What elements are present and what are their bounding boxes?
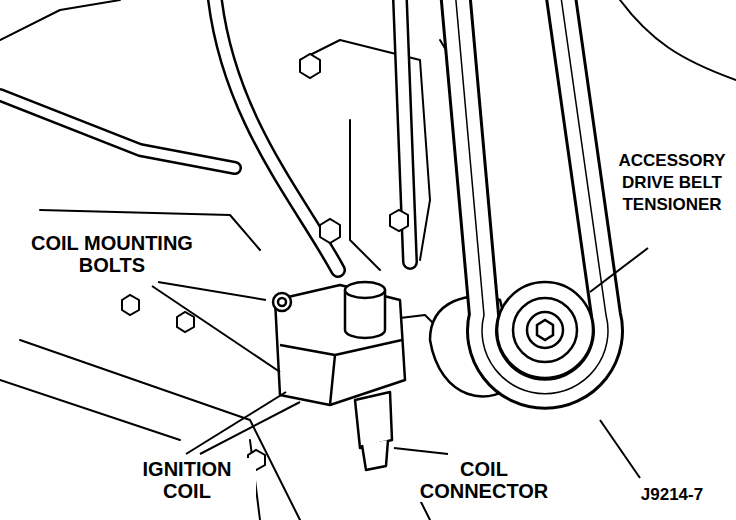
bolt-head [122,295,139,315]
belt-fill [455,0,608,394]
leader-line [600,420,640,478]
ignition-coil [273,282,440,470]
coil-connector-housing [355,392,392,448]
belt-rib [455,0,608,394]
engine-edge [20,340,300,520]
pulley-edge [620,0,736,80]
leader-line [158,282,266,300]
coil-mount-bolt [273,293,291,311]
bolt-head [177,312,194,332]
leader-line [200,402,300,454]
bolt-head [300,54,320,78]
part-label: IGNITION COIL [118,458,256,502]
coil-body-edge [330,355,335,405]
leader-line [186,392,286,454]
coil-body [275,285,405,405]
leader-line [394,448,448,454]
accessory-belt [455,0,608,394]
part-label: ACCESSORY DRIVE BELT TENSIONER [610,150,734,216]
engine-edge [0,380,180,440]
figure-code: J9214-7 [610,484,734,506]
pulley-rim [497,282,593,378]
bracket-edge [350,120,380,270]
pulley-hub [527,312,563,348]
coil-mount-bolt [278,298,286,306]
leader-line [152,286,280,372]
coil-connector [362,440,388,470]
part-label: COIL MOUNTING BOLTS [10,232,214,276]
belt-outline [455,0,608,394]
coil-tower-top [345,282,385,298]
coil-body-edge [280,340,402,355]
tensioner-pulley [497,282,593,378]
pulley-face [513,298,577,362]
bolt-head [390,210,408,231]
bolt-head [320,219,340,243]
engine-edge [0,0,120,40]
tube-fill [0,95,235,168]
leader-line [590,248,648,292]
part-label: COIL CONNECTOR [398,458,570,502]
tube-outline [0,95,235,168]
hoses [215,0,410,270]
leader-lines [152,248,648,478]
pulley-bolt [537,320,553,340]
